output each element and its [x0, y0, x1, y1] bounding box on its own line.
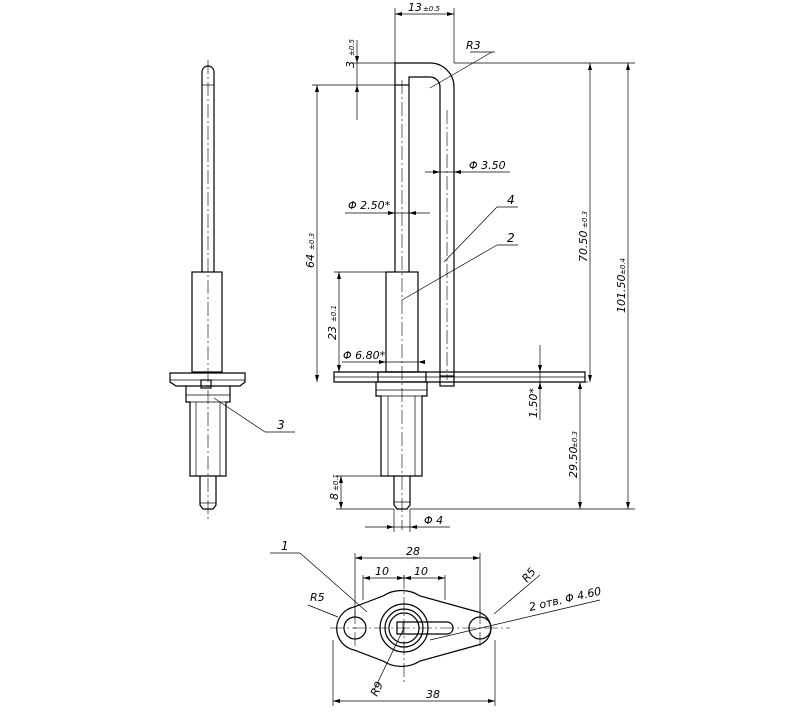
- dim-3: 3: [344, 61, 357, 68]
- callout-1: 1: [281, 539, 289, 553]
- dim-23-tol: ±0.1: [330, 305, 338, 322]
- side-view: 3: [169, 60, 295, 520]
- front-view: [333, 62, 586, 530]
- dim-70-50: 70.50: [577, 231, 590, 263]
- dim-dia-4: Φ 4: [424, 514, 443, 527]
- dim-dia-680: Φ 6.80*: [343, 349, 386, 362]
- dim-dia-250: Φ 2.50*: [348, 199, 391, 212]
- dim-r3: R3: [466, 39, 481, 52]
- dim-3-tol: ±0.5: [348, 38, 356, 56]
- dim-r5-right: R5: [519, 565, 538, 585]
- dim-23: 23: [326, 326, 339, 340]
- dim-10-left: 10: [375, 565, 389, 578]
- dim-13-tol: ±0.5: [423, 5, 441, 13]
- dim-holes: 2 отв. Φ 4.60: [528, 585, 603, 614]
- plan-view: 28 10 10 38 R5 R5 2 отв. Φ 4.60 R9 1: [270, 539, 603, 706]
- dim-64: 64: [304, 254, 317, 268]
- dim-101-50-tol: ±0.4: [619, 258, 627, 275]
- dim-64-tol: ±0.3: [308, 233, 316, 250]
- callout-2: 2: [507, 231, 515, 245]
- dim-29-50: 29.50: [567, 447, 580, 479]
- dim-28: 28: [406, 545, 420, 558]
- dim-r5-left: R5: [310, 591, 325, 604]
- dim-101-50: 101.50: [615, 275, 628, 314]
- dim-29-50-tol: ±0.3: [571, 431, 579, 448]
- callout-3: 3: [277, 418, 285, 432]
- dim-38: 38: [426, 688, 440, 701]
- dim-r9: R9: [368, 679, 386, 698]
- front-dimensions: 13 ±0.5 R3 3 ±0.5 64 ±0.3 23 ±0.1 Φ 6.80…: [304, 1, 635, 532]
- dim-70-50-tol: ±0.3: [581, 211, 589, 228]
- dim-8-tol: ±0.1: [332, 474, 340, 491]
- callout-4: 4: [507, 193, 515, 207]
- dim-8: 8: [328, 493, 341, 500]
- dim-13: 13: [408, 1, 422, 14]
- dim-1-50: 1.50*: [527, 388, 540, 418]
- dim-10-right: 10: [414, 565, 428, 578]
- dim-dia-350: Φ 3.50: [469, 159, 506, 172]
